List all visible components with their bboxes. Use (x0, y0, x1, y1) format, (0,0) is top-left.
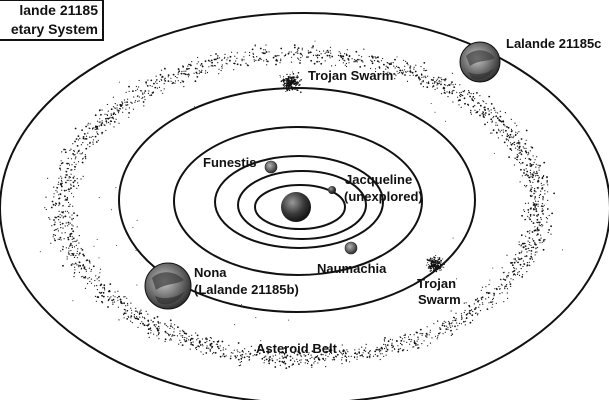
label-naumachia: Naumachia (317, 261, 387, 276)
jacqueline-planet (328, 186, 336, 194)
label-jacqueline: Jacqueline (345, 172, 412, 187)
label-lalande-21185c: Lalande 21185c (506, 36, 601, 51)
label-jacqueline-status: (unexplored) (344, 189, 423, 204)
nona-planet (145, 263, 191, 309)
title-line-2: etary System (0, 20, 98, 39)
label-funestis: Funestis (203, 155, 256, 170)
label-asteroid-belt: Asteroid Belt (256, 341, 338, 356)
central-star (281, 192, 311, 222)
label-nona-designation: (Lalande 21185b) (194, 282, 299, 297)
trojan-swarm-top-dots (279, 71, 302, 93)
label-swarm-right: Swarm (418, 292, 461, 307)
label-trojan-swarm-top: Trojan Swarm (308, 68, 393, 83)
lalande-21185c-planet (460, 42, 500, 82)
naumachia-planet (345, 242, 357, 254)
funestis-planet (265, 161, 277, 173)
label-trojan-right: Trojan (417, 276, 456, 291)
title-box: lande 21185 etary System (0, 0, 104, 41)
title-line-1: lande 21185 (0, 1, 98, 20)
label-nona: Nona (194, 265, 227, 280)
